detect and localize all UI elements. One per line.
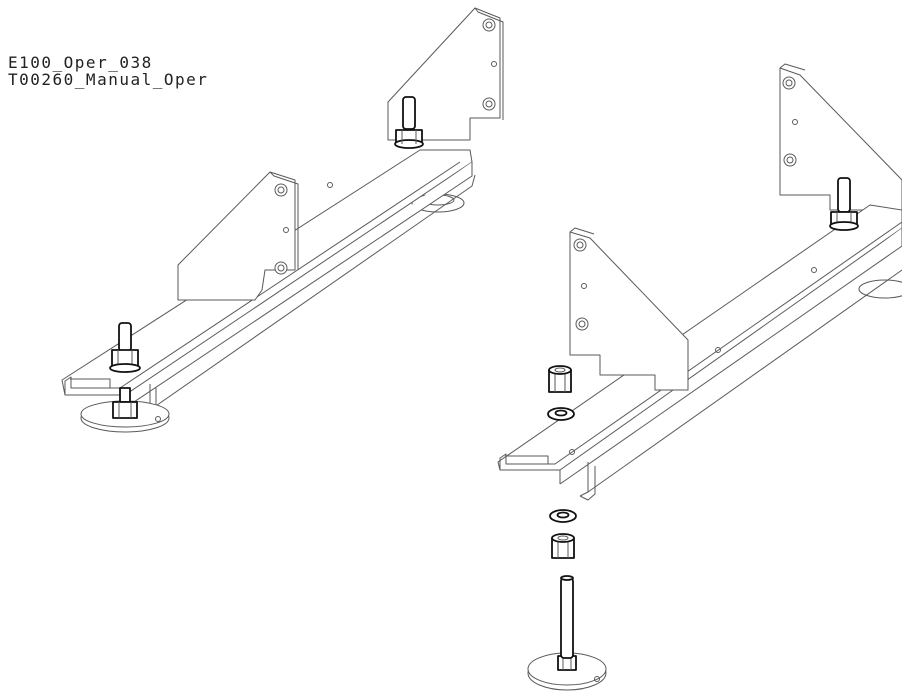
- manual-id-label: T00260_Manual_Oper: [8, 70, 209, 89]
- right-channel-beam: [498, 205, 902, 500]
- upper-washer: [548, 408, 574, 420]
- drawing-id-label: E100_Oper_038: [8, 53, 153, 72]
- right-exploded-frame: [498, 64, 902, 690]
- right-front-bracket: [570, 228, 688, 390]
- upper-hex-nut: [549, 366, 571, 392]
- right-rear-bracket: [780, 64, 902, 210]
- leveling-foot-with-stud: [528, 576, 606, 690]
- drawing-labels: E100_Oper_038 T00260_Manual_Oper: [8, 54, 208, 88]
- left-channel-beam: [62, 150, 475, 418]
- left-assembled-frame: [62, 8, 503, 432]
- left-front-leveling-foot: [81, 323, 169, 432]
- right-rear-leveling-stud: [830, 178, 858, 230]
- right-rear-leveling-foot: [859, 280, 902, 298]
- lower-hex-nut: [552, 534, 574, 558]
- lower-washer: [550, 510, 576, 522]
- left-rear-leveling-stud: [395, 97, 423, 148]
- left-front-bracket: [178, 172, 298, 300]
